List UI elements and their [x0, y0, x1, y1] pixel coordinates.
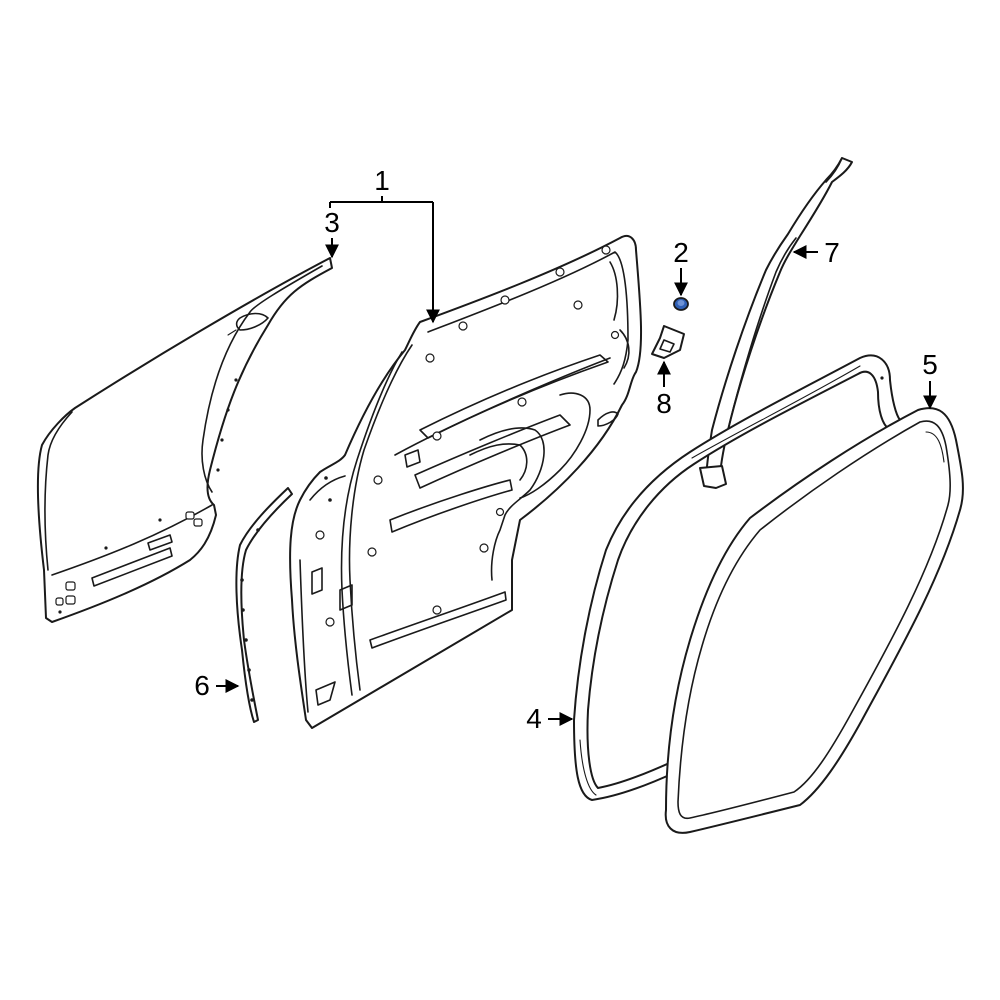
- callout-label: 7: [824, 237, 840, 268]
- callout-label: 4: [526, 703, 542, 734]
- callout-label: 8: [656, 388, 672, 419]
- callout-label: 5: [922, 349, 938, 380]
- edge-clip-strip: [235, 487, 293, 723]
- callout-4: 4: [526, 703, 574, 734]
- inner-door-shell: [289, 234, 643, 729]
- callout-5: 5: [922, 349, 938, 410]
- plug-grommet: [673, 297, 689, 311]
- callout-label: 6: [194, 670, 210, 701]
- callout-6: 6: [194, 670, 240, 701]
- callout-label: 3: [324, 207, 340, 238]
- outer-door-panel: [36, 257, 333, 623]
- callout-label: 1: [374, 165, 390, 196]
- body-weatherstrip: [573, 354, 901, 801]
- door-weatherstrip: [664, 407, 964, 834]
- callout-3: 3: [324, 207, 340, 259]
- callout-1: 1: [329, 165, 440, 324]
- callout-label: 2: [673, 237, 689, 268]
- callout-2: 2: [673, 237, 689, 297]
- callout-7: 7: [792, 237, 840, 268]
- hinge-bracket: [651, 325, 685, 359]
- frame-weatherstrip: [699, 157, 853, 489]
- callout-8: 8: [656, 360, 672, 419]
